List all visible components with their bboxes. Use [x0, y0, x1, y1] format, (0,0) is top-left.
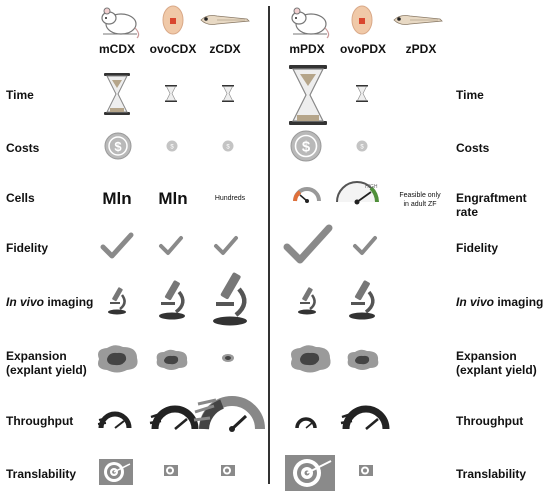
- cells-value-ovocdx: Mln: [158, 189, 188, 208]
- checkmark-icon: [283, 224, 333, 264]
- row-label-time: Time: [6, 88, 34, 102]
- dollar-coin-icon: $: [222, 140, 234, 152]
- hourglass-icon: [222, 85, 234, 102]
- row-label-throughput-right: Throughput: [456, 414, 524, 428]
- tumor-explant-icon: [347, 349, 379, 370]
- svg-text:$: $: [302, 139, 311, 156]
- microscope-icon: [159, 280, 185, 320]
- gauge-icon: HIGH: [336, 181, 379, 205]
- row-label-cells: Cells: [6, 191, 35, 205]
- mouse-icon: [291, 7, 330, 39]
- microscope-icon: [213, 272, 247, 326]
- dollar-coin-icon: $: [356, 140, 368, 152]
- target-icon: [359, 465, 373, 476]
- checkmark-icon: [353, 236, 377, 255]
- hourglass-icon: [165, 85, 177, 102]
- column-header-mpdx: mPDX: [289, 42, 325, 56]
- svg-text:$: $: [114, 139, 122, 154]
- egg-icon: [162, 5, 184, 35]
- speedometer-icon: [193, 396, 265, 432]
- row-label-engraftment-rate: Engraftment rate: [456, 191, 527, 219]
- target-icon: [285, 455, 335, 491]
- hourglass-icon: [104, 73, 130, 115]
- speedometer-icon: [97, 411, 132, 429]
- dollar-coin-icon: $: [166, 140, 178, 152]
- svg-text:HIGH: HIGH: [365, 184, 378, 190]
- row-label-in-vivo-imaging-right: In vivo imaging: [456, 295, 544, 309]
- cells-value-mcdx: Mln: [102, 189, 132, 208]
- dollar-coin-icon: $: [104, 132, 132, 160]
- column-header-mcdx: mCDX: [98, 42, 135, 56]
- column-header-ovocdx: ovoCDX: [149, 42, 197, 56]
- row-label-throughput: Throughput: [6, 414, 74, 428]
- dollar-coin-icon: $: [290, 130, 322, 162]
- row-label-expansion: Expansion(explant yield): [6, 349, 87, 377]
- checkmark-icon: [214, 236, 238, 255]
- egg-icon: [351, 5, 373, 35]
- target-icon: [164, 465, 178, 476]
- cells-value-zcdx: Hundreds: [214, 195, 246, 202]
- row-label-fidelity: Fidelity: [6, 241, 49, 255]
- hourglass-icon: [356, 85, 368, 102]
- target-icon: [221, 465, 235, 476]
- column-header-zcdx: zCDX: [209, 42, 241, 56]
- row-label-expansion-right: Expansion(explant yield): [456, 349, 537, 377]
- column-header-zpdx: zPDX: [405, 42, 437, 56]
- checkmark-icon: [159, 236, 183, 255]
- column-header-ovopdx: ovoPDX: [339, 42, 386, 56]
- row-label-translability-right: Translability: [456, 467, 527, 481]
- row-label-fidelity-right: Fidelity: [456, 241, 499, 255]
- zebrafish-icon: [200, 15, 250, 25]
- tumor-explant-icon: [291, 345, 331, 373]
- tumor-explant-icon: [156, 349, 188, 370]
- target-icon: [99, 459, 133, 485]
- mouse-icon: [101, 7, 140, 39]
- row-label-in-vivo-imaging: In vivo imaging: [6, 295, 94, 309]
- microscope-icon: [298, 287, 316, 315]
- svg-text:$: $: [226, 145, 230, 151]
- panel-divider: [268, 6, 270, 484]
- speedometer-icon: [340, 405, 390, 430]
- microscope-icon: [349, 280, 375, 320]
- checkmark-icon: [100, 232, 134, 259]
- row-label-costs: Costs: [6, 141, 40, 155]
- speedometer-icon: [295, 417, 317, 429]
- gauge-icon: [293, 187, 321, 203]
- hourglass-icon: [289, 65, 327, 125]
- row-label-costs-right: Costs: [456, 141, 490, 155]
- svg-text:$: $: [360, 145, 364, 151]
- microscope-icon: [108, 287, 126, 315]
- tumor-explant-icon: [98, 345, 138, 373]
- row-label-time-right: Time: [456, 88, 484, 102]
- row-label-translability: Translability: [6, 467, 77, 481]
- svg-text:$: $: [170, 145, 174, 151]
- tumor-explant-icon: [222, 354, 234, 362]
- zebrafish-icon: [393, 15, 443, 25]
- speedometer-icon: [149, 405, 199, 430]
